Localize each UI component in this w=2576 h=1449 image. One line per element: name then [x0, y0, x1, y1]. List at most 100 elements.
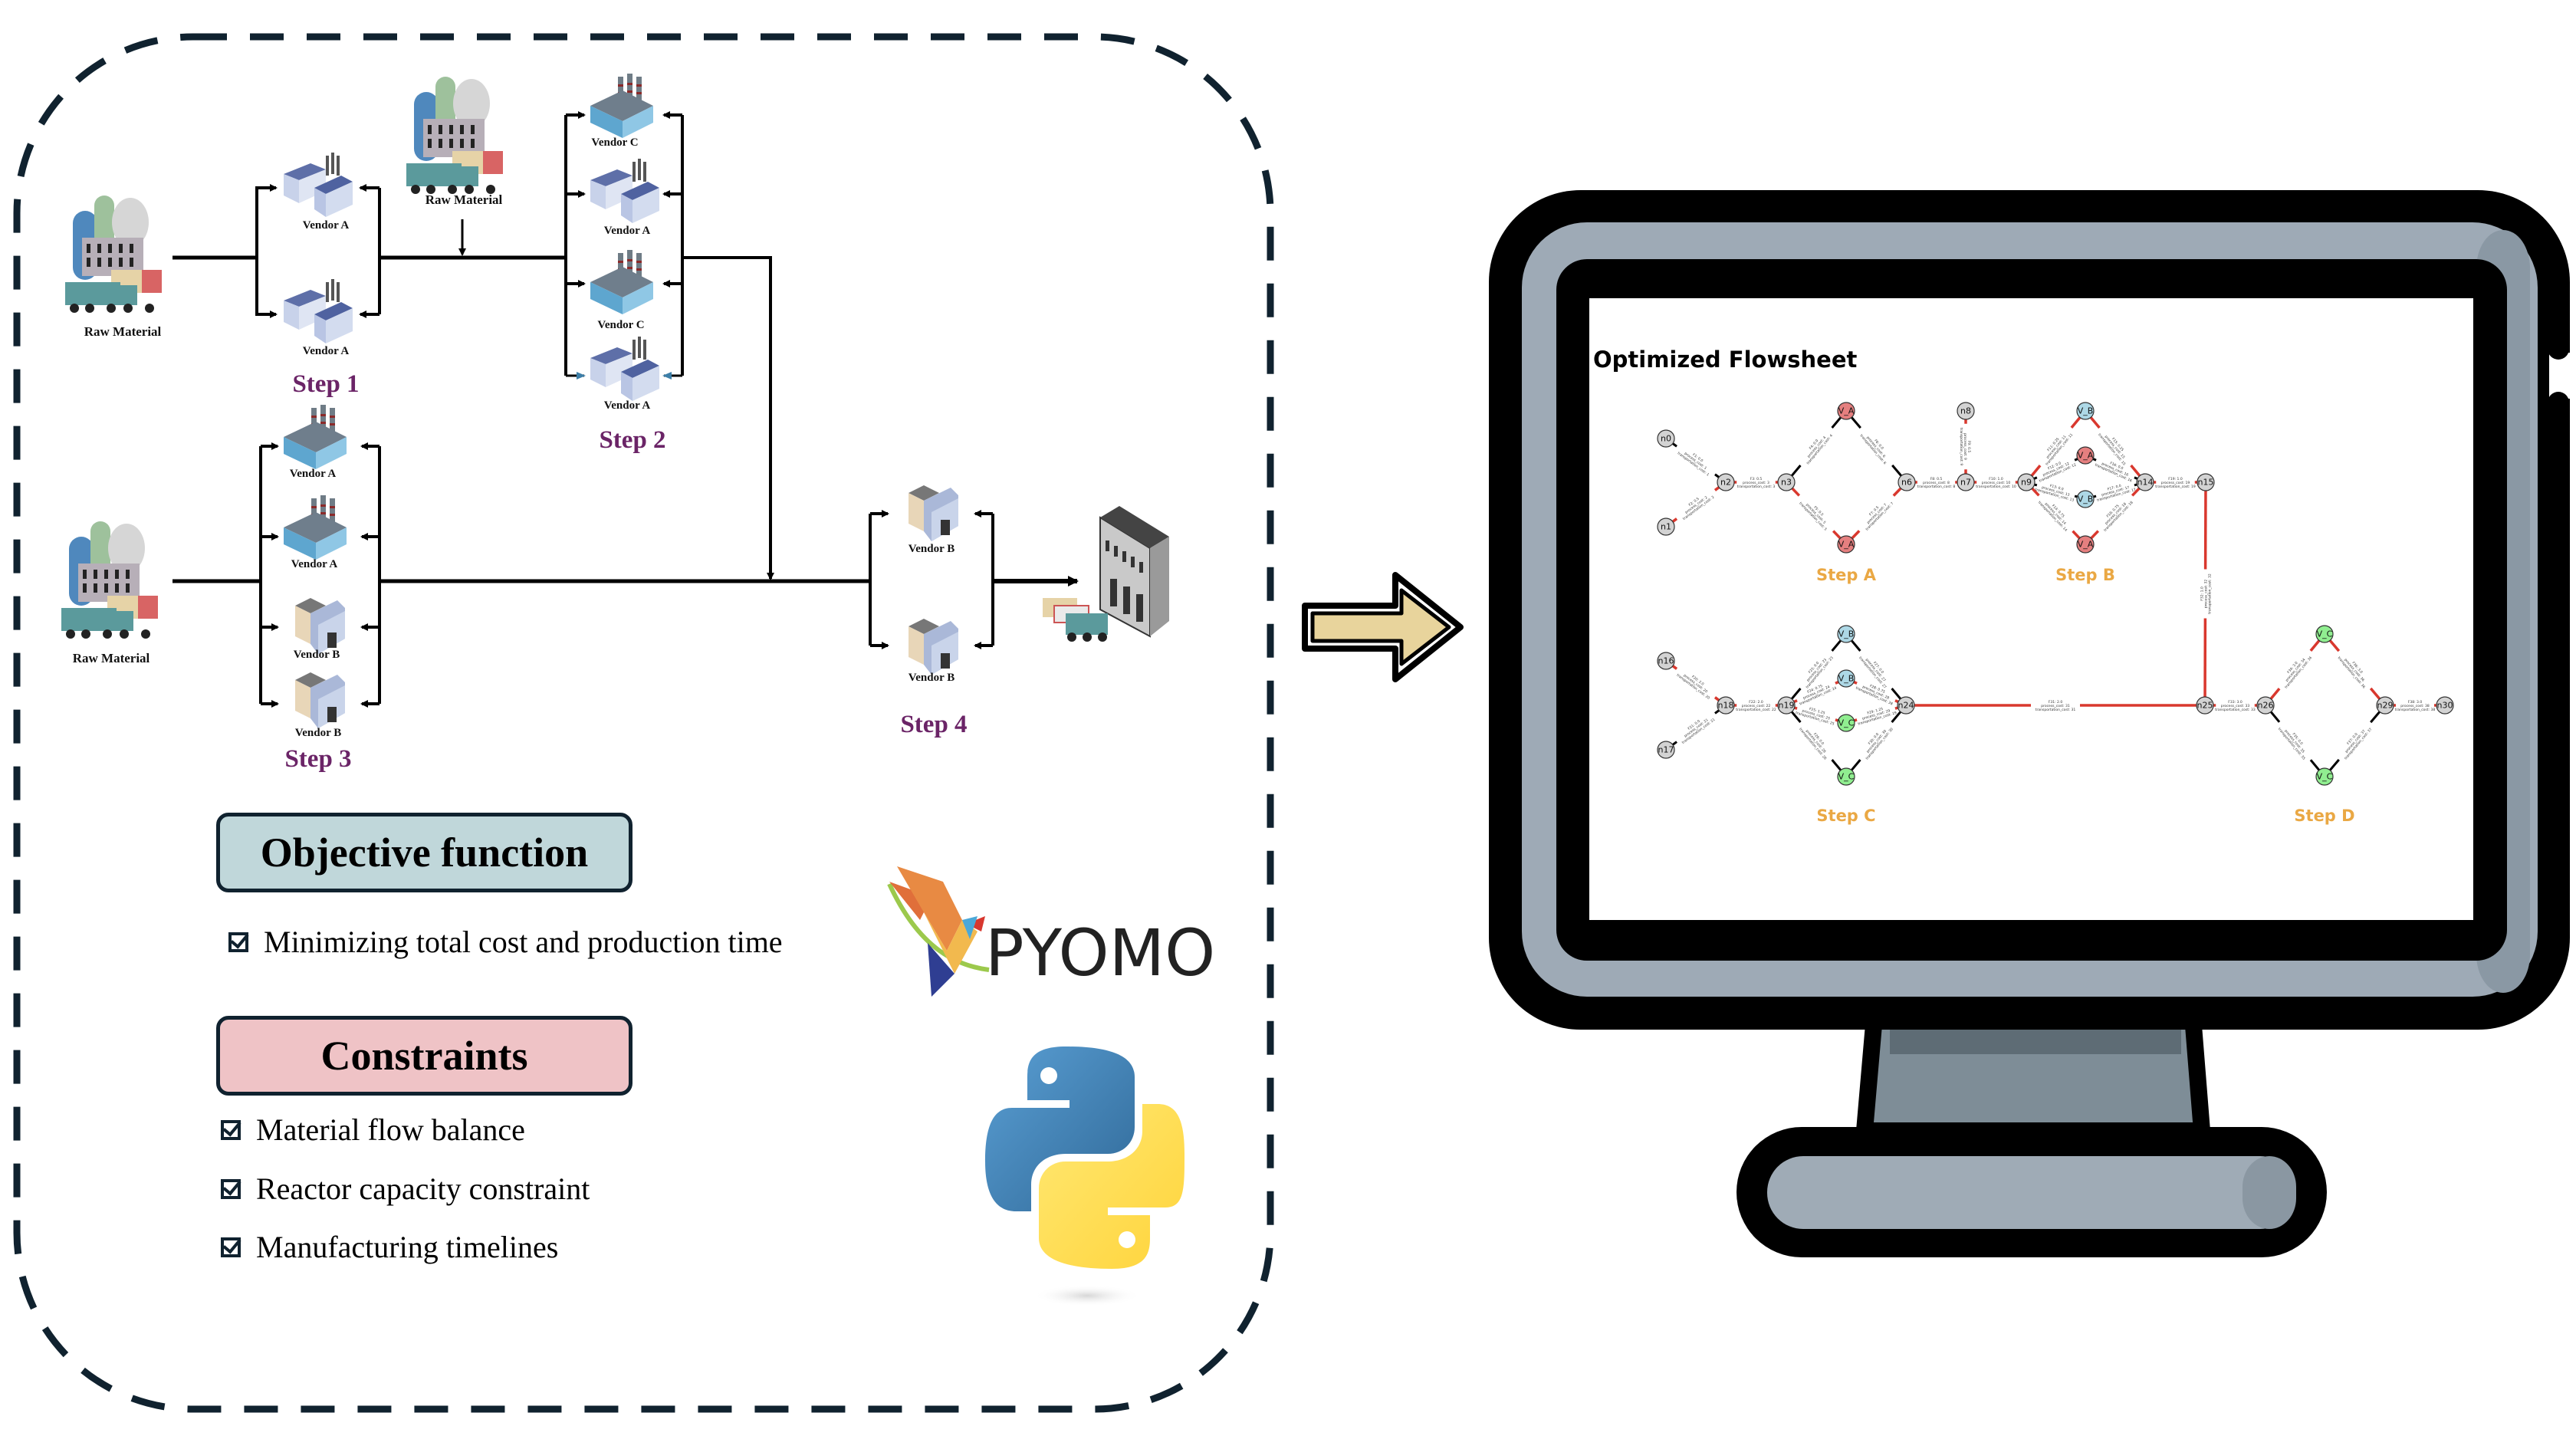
svg-text:process_cost: 38: process_cost: 38: [2400, 704, 2430, 708]
flowsheet-edge: [1850, 759, 1861, 771]
flowsheet-node-v-a: V_A: [2076, 535, 2095, 554]
checkbox-checked-icon: [221, 1178, 241, 1199]
constraint-item: Reactor capacity constraint: [221, 1171, 590, 1207]
vendor-label: Vendor B: [294, 649, 340, 661]
flowsheet-edge: [1790, 465, 1802, 477]
vendor-label: Vendor A: [291, 558, 338, 570]
svg-text:transportation_cost: 6: transportation_cost: 6: [1859, 434, 1888, 466]
flowsheet-edge: [2309, 639, 2321, 652]
constraint-item-text: Manufacturing timelines: [256, 1230, 559, 1264]
vendor-factory-icon: [284, 495, 347, 560]
svg-text:V_C: V_C: [2317, 772, 2333, 782]
flowsheet-edge: [2070, 416, 2082, 429]
flowsheet-edge: [1892, 487, 1902, 497]
svg-text:F9: 0.5: F9: 0.5: [1967, 441, 1971, 453]
flowsheet-edge: [1714, 696, 1720, 702]
svg-text:n0: n0: [1661, 434, 1671, 444]
flowsheet-node-v-c: V_C: [1837, 767, 1855, 786]
flowsheet-edge: [1831, 416, 1842, 429]
flowsheet-node-n2: n2: [1717, 473, 1735, 491]
step-label: Step 1: [292, 370, 359, 398]
svg-text:n18: n18: [1718, 701, 1734, 711]
svg-text:V_A: V_A: [1838, 540, 1855, 550]
svg-text:F8: 0.5: F8: 0.5: [1930, 477, 1943, 481]
vendor-factory-icon: [295, 598, 345, 654]
svg-text:V_B: V_B: [1838, 629, 1855, 639]
svg-text:n8: n8: [1960, 406, 1971, 416]
svg-text:V_A: V_A: [2078, 540, 2094, 550]
raw-material-label: Raw Material: [73, 651, 150, 665]
objective-item: Minimizing total cost and production tim…: [228, 924, 783, 960]
vendor-factory-icon: [909, 485, 958, 541]
flowsheet-edge: [2328, 639, 2341, 652]
flowsheet-node-v-b: V_B: [2076, 490, 2095, 508]
flowsheet-edge: [1790, 711, 1802, 723]
flowsheet-edge: [2130, 464, 2141, 477]
vendor-factory-icon: [284, 405, 347, 469]
flowsheet-edge: [1831, 639, 1842, 652]
monitor-screen: [1589, 298, 2473, 920]
flowsheet-edge: [1671, 741, 1677, 746]
svg-text:n1: n1: [1661, 522, 1671, 532]
svg-text:V_A: V_A: [2078, 451, 2094, 461]
flow-line: [255, 258, 278, 318]
flowsheet-node-n26: n26: [2256, 696, 2275, 715]
vendor-factory-icon: [284, 279, 353, 343]
flowsheet-edge: [2092, 458, 2097, 462]
flowsheet-edge: [1894, 699, 1899, 704]
svg-text:V_C: V_C: [2317, 629, 2333, 639]
flowsheet-node-n0: n0: [1657, 429, 1675, 448]
svg-text:n16: n16: [1658, 656, 1674, 666]
step-label: Step 2: [599, 426, 665, 454]
vendor-label: Vendor A: [303, 345, 350, 357]
svg-text:process_cost: 22: process_cost: 22: [1742, 704, 1771, 708]
svg-text:process_cost: 9: process_cost: 9: [1963, 433, 1967, 460]
svg-text:process_cost: 10: process_cost: 10: [1982, 481, 2011, 485]
svg-text:transportation_cost: 7: transportation_cost: 7: [1865, 501, 1894, 532]
flowsheet-edge: [1851, 530, 1861, 540]
flowsheet-node-n8: n8: [1957, 402, 1975, 420]
vendor-factory-icon: [590, 250, 653, 314]
svg-text:F17: 0.0: F17: 0.0: [2107, 484, 2121, 492]
svg-text:transportation_cost: 10: transportation_cost: 10: [1976, 485, 2016, 489]
constraints-title: Constraints: [320, 1033, 528, 1079]
svg-text:F38: 3.0: F38: 3.0: [2408, 700, 2423, 705]
svg-text:F31: 2.0: F31: 2.0: [2049, 700, 2063, 705]
flowsheet-edge: [1791, 487, 1801, 497]
flowsheet-node-v-a: V_A: [1837, 535, 1855, 554]
flowsheet-node-n14: n14: [2136, 473, 2154, 491]
flowsheet-edge: [2134, 476, 2138, 480]
raw-material-label: Raw Material: [426, 192, 503, 207]
svg-text:V_B: V_B: [2078, 406, 2094, 416]
vendor-factory-icon: [284, 153, 353, 217]
flowsheet-step-label: Step A: [1816, 566, 1877, 584]
constraint-item-text: Material flow balance: [256, 1112, 525, 1147]
flowsheet-edge: [1832, 530, 1842, 540]
flowsheet-edge: [2090, 530, 2100, 540]
flowsheet-node-v-b: V_B: [2076, 402, 2095, 420]
svg-text:V_A: V_A: [1838, 406, 1855, 416]
checkbox-checked-icon: [221, 1119, 241, 1140]
svg-text:n2: n2: [1720, 478, 1731, 488]
vendor-label: Vendor B: [295, 727, 341, 739]
vendor-label: Vendor B: [909, 672, 955, 684]
constraint-item: Material flow balance: [221, 1112, 525, 1148]
flowsheet-edge: [1714, 709, 1720, 715]
raw-material-label: Raw Material: [84, 324, 162, 339]
svg-text:F22: 2.0: F22: 2.0: [1749, 700, 1763, 705]
svg-text:transportation_cost: 5: transportation_cost: 5: [1798, 501, 1828, 532]
vendor-factory-icon: [590, 337, 659, 401]
constraint-item: Manufacturing timelines: [221, 1229, 558, 1265]
